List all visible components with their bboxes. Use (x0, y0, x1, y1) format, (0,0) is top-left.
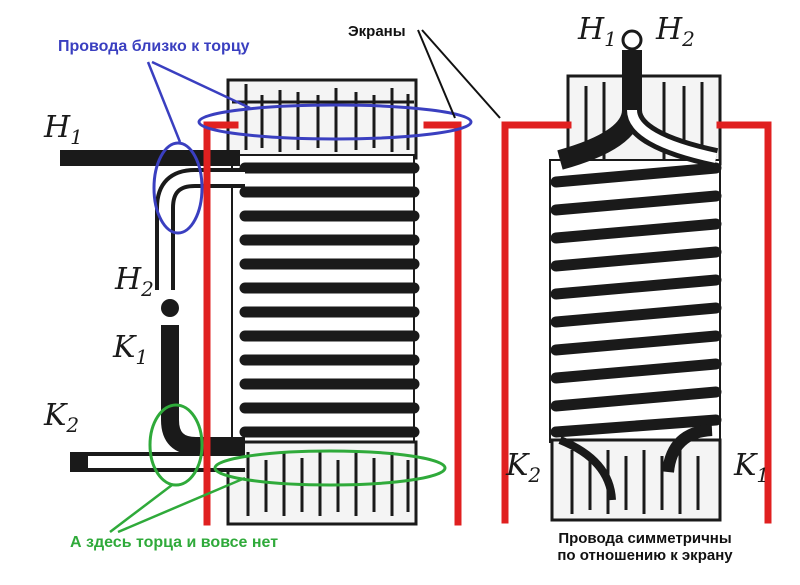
left-screen (203, 121, 462, 526)
left-pin-k1: K1 (113, 330, 149, 369)
left-pin-h2: H2 (115, 262, 154, 301)
annotation-symmetric-line2: по отношению к экрану (557, 547, 733, 564)
right-coil (549, 29, 722, 522)
green-ellipse-bottom (213, 449, 447, 487)
annotation-no-end-here: А здесь торца и вовсе нет (70, 534, 279, 551)
right-pin-h1: H1 (578, 12, 617, 51)
right-pin-k1: K1 (734, 448, 770, 487)
right-top-leads-inner (627, 109, 718, 163)
left-coil-body (231, 154, 415, 448)
right-bottom-lead-right (662, 424, 713, 473)
blue-ellipse-top-end (197, 103, 473, 141)
blue-pointers (146, 60, 251, 143)
green-pointers (109, 476, 246, 534)
left-pin-h1: H1 (44, 110, 83, 149)
left-lead-k1 (161, 325, 245, 455)
left-winding-turns (239, 162, 420, 438)
left-pin-k2: K2 (44, 398, 80, 437)
right-winding-turns (550, 162, 722, 438)
screens-pointers (417, 29, 501, 119)
left-bottom-end-slats (246, 452, 410, 516)
left-h2-k1-junction (161, 299, 179, 317)
annotation-symmetric-line1: Провода симметричны (558, 530, 732, 547)
blue-ellipse-lead-bend (152, 141, 204, 235)
left-coil-top-end (226, 78, 418, 160)
annotation-screens: Экраны (348, 23, 406, 40)
left-top-end-slats (232, 84, 414, 152)
green-ellipse-lead-bend (148, 403, 204, 487)
right-screen (501, 121, 772, 524)
right-top-terminal (621, 29, 643, 51)
right-pin-k2: K2 (506, 448, 542, 487)
right-bottom-lead-left (558, 436, 616, 501)
right-pin-h2: H2 (656, 12, 695, 51)
annotation-symmetric: Провода симметричны по отношению к экран… (520, 530, 770, 564)
left-lead-h2-inner (159, 172, 245, 290)
annotation-wires-near-end: Провода близко к торцу (58, 38, 250, 55)
